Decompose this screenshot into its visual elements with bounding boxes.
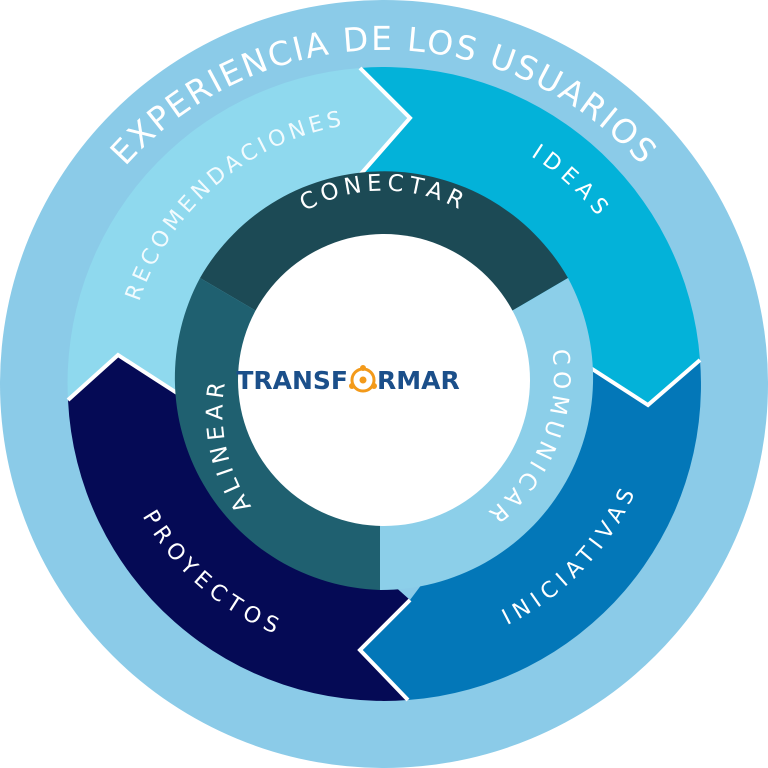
logo-icon-node-left: [349, 383, 355, 389]
inner-segment-comunicar: [380, 278, 594, 591]
separator-right: [584, 358, 702, 408]
center-circle: [238, 234, 530, 526]
inner-segment-conectar: [200, 171, 568, 312]
separator-top: [358, 66, 413, 177]
separator-bottom: [357, 598, 412, 702]
separator-left: [66, 352, 182, 402]
logo-text-prefix: TRANSF: [236, 366, 348, 395]
logo-text-suffix: RMAR: [377, 366, 460, 395]
transformar-logo: TRANSF RMAR: [236, 365, 460, 395]
logo-network-icon: [349, 365, 377, 393]
logo-icon-node-right: [371, 383, 377, 389]
segment-separators: [66, 66, 702, 702]
segment-iniciativas: [360, 360, 701, 700]
logo-icon-node-center: [359, 376, 367, 384]
logo-icon-node-top: [360, 365, 366, 371]
